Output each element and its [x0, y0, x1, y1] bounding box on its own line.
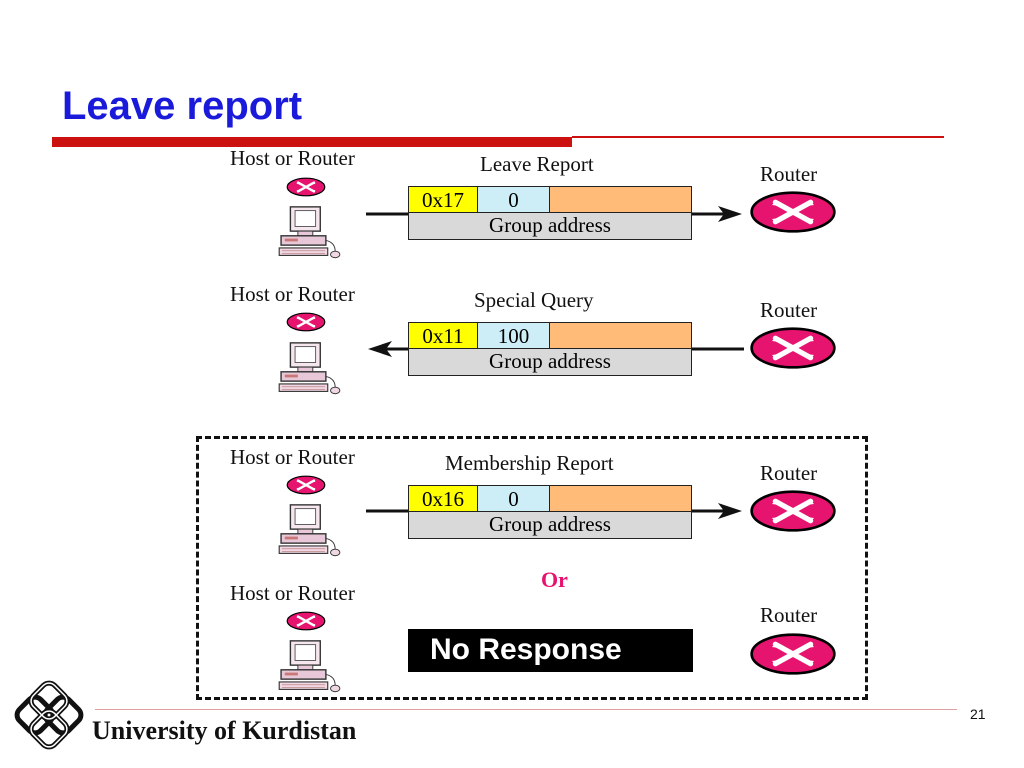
- page-number: 21: [970, 706, 986, 722]
- router-icon: [748, 326, 838, 370]
- router-label: Router: [760, 461, 818, 485]
- router-icon: [748, 489, 838, 533]
- router-icon: [286, 311, 326, 333]
- arrow-right-icon: [366, 503, 742, 519]
- university-logo-icon: [14, 680, 84, 750]
- router-label: Router: [760, 162, 818, 186]
- group-address-field: Group address: [408, 213, 692, 240]
- router-label: Router: [760, 298, 818, 322]
- type-field: 0x17: [408, 186, 478, 213]
- router-icon: [286, 176, 326, 198]
- message-name: Special Query: [474, 288, 594, 312]
- igmp-packet: 0x16 0 Group address: [408, 485, 692, 539]
- router-label: Router: [760, 603, 818, 627]
- checksum-field: [550, 485, 692, 512]
- type-field: 0x11: [408, 322, 478, 349]
- checksum-field: [550, 186, 692, 213]
- message-name: Membership Report: [445, 451, 614, 475]
- igmp-packet: 0x17 0 Group address: [408, 186, 692, 240]
- group-address-field: Group address: [408, 512, 692, 539]
- computer-icon: [275, 341, 345, 397]
- host-label: Host or Router: [230, 445, 355, 469]
- arrow-left-icon: [368, 341, 744, 357]
- max-response-field: 100: [478, 322, 550, 349]
- response-options-box: [196, 436, 868, 700]
- host-label: Host or Router: [230, 146, 355, 170]
- title-underline-line: [572, 136, 944, 138]
- max-response-field: 0: [478, 485, 550, 512]
- computer-icon: [275, 205, 345, 261]
- igmp-packet: 0x11 100 Group address: [408, 322, 692, 376]
- or-label: Or: [541, 567, 568, 592]
- host-label: Host or Router: [230, 282, 355, 306]
- group-address-field: Group address: [408, 349, 692, 376]
- no-response-box: No Response: [408, 629, 693, 672]
- router-icon: [748, 190, 838, 234]
- title-underline-bar: [52, 137, 572, 147]
- footer-university-name: University of Kurdistan: [92, 716, 357, 745]
- arrow-right-icon: [366, 206, 742, 222]
- computer-icon: [275, 639, 345, 695]
- host-label: Host or Router: [230, 581, 355, 605]
- router-icon: [286, 610, 326, 632]
- slide-title: Leave report: [62, 84, 303, 128]
- router-icon: [286, 474, 326, 496]
- checksum-field: [550, 322, 692, 349]
- computer-icon: [275, 503, 345, 559]
- router-icon: [748, 632, 838, 676]
- message-name: Leave Report: [480, 152, 594, 176]
- footer-divider: [95, 709, 957, 710]
- type-field: 0x16: [408, 485, 478, 512]
- max-response-field: 0: [478, 186, 550, 213]
